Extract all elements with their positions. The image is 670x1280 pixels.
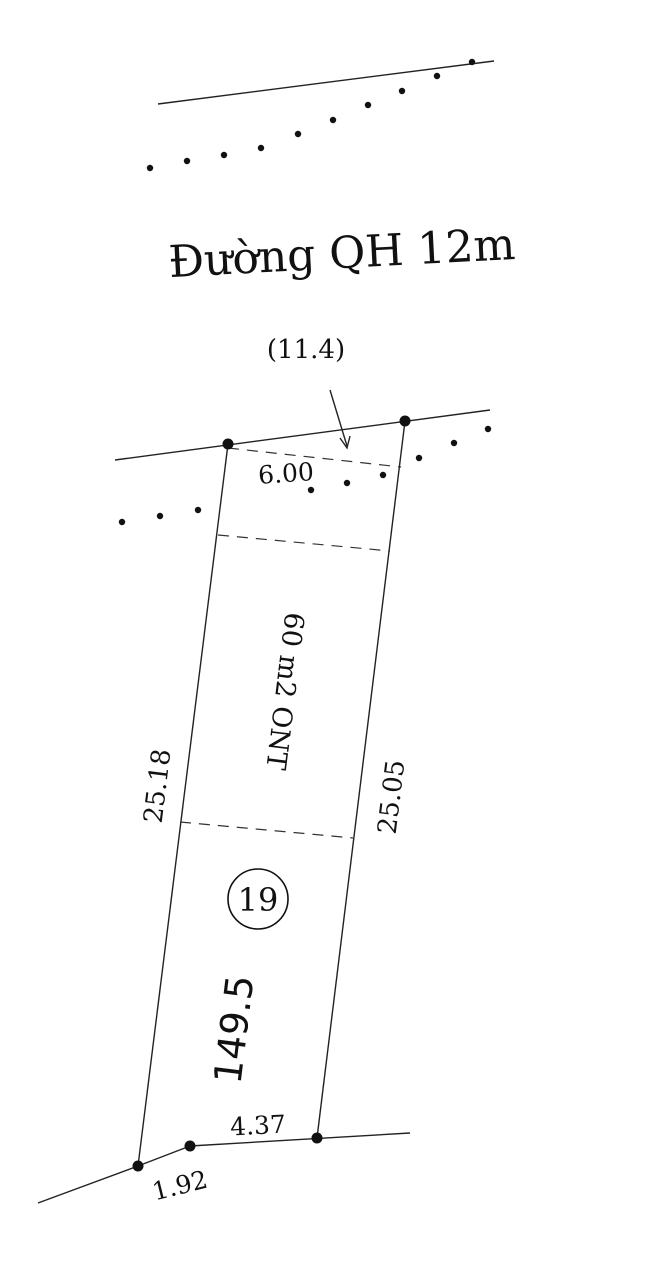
back-right-segment-label: 4.37 [229,1110,286,1142]
residential-top-dashed-line [217,534,391,552]
dot [468,58,476,66]
dot [415,454,423,462]
dot [433,72,441,80]
dot [329,116,337,124]
dot [146,164,154,172]
setback-dashed-line [227,447,402,468]
dot [194,506,202,514]
dot [484,425,492,433]
dot [379,471,387,479]
corner-marker-front-right [399,415,411,427]
dot [183,157,191,165]
residential-area-label: 60 m2 ONT [259,611,309,772]
parcel-area-label: 149.5 [206,973,263,1086]
setback-label: (11.4) [267,335,345,365]
right-side-length-label: 25.05 [373,758,412,836]
parcel-number-badge: 19 [227,868,289,930]
road-far-edge-line [157,60,495,105]
dot [294,130,302,138]
back-left-boundary-line [137,1145,191,1167]
corner-marker-back-left [132,1160,144,1172]
road-far-dotted-line [146,58,476,172]
dot [220,151,228,159]
residential-bottom-dashed-line [179,821,354,839]
dashed-lines [179,447,402,839]
road-near-side [114,409,492,526]
leader-line [329,389,348,447]
road-label: Đường QH 12m [167,219,516,288]
parcel-boundary [37,420,411,1204]
neighbor-boundary-line [37,1165,139,1204]
road-near-edge-line [114,409,491,461]
corner-marker-back-middle [184,1140,196,1152]
corner-marker-back-right [311,1132,323,1144]
corner-marker-front-left [222,438,234,450]
back-left-segment-label: 1.92 [149,1165,210,1207]
right-boundary-line [316,420,406,1139]
arrow-head [339,435,351,450]
parcel-number: 19 [238,881,279,919]
parcel-number-circle [227,868,289,930]
corner-markers [132,415,411,1172]
dot [398,87,406,95]
dot [450,439,458,447]
dot [343,479,351,487]
left-boundary-line [137,443,229,1167]
frontage-label: 6.00 [257,457,315,490]
setback-leader-arrow [329,389,351,450]
dot [156,512,164,520]
dot [118,518,126,526]
dot [257,144,265,152]
back-boundary-line [189,1132,411,1147]
dot [364,101,372,109]
left-side-length-label: 25.18 [139,747,178,825]
dot [307,486,315,494]
road-far-side [146,58,495,172]
road-near-dotted-line [118,425,492,526]
